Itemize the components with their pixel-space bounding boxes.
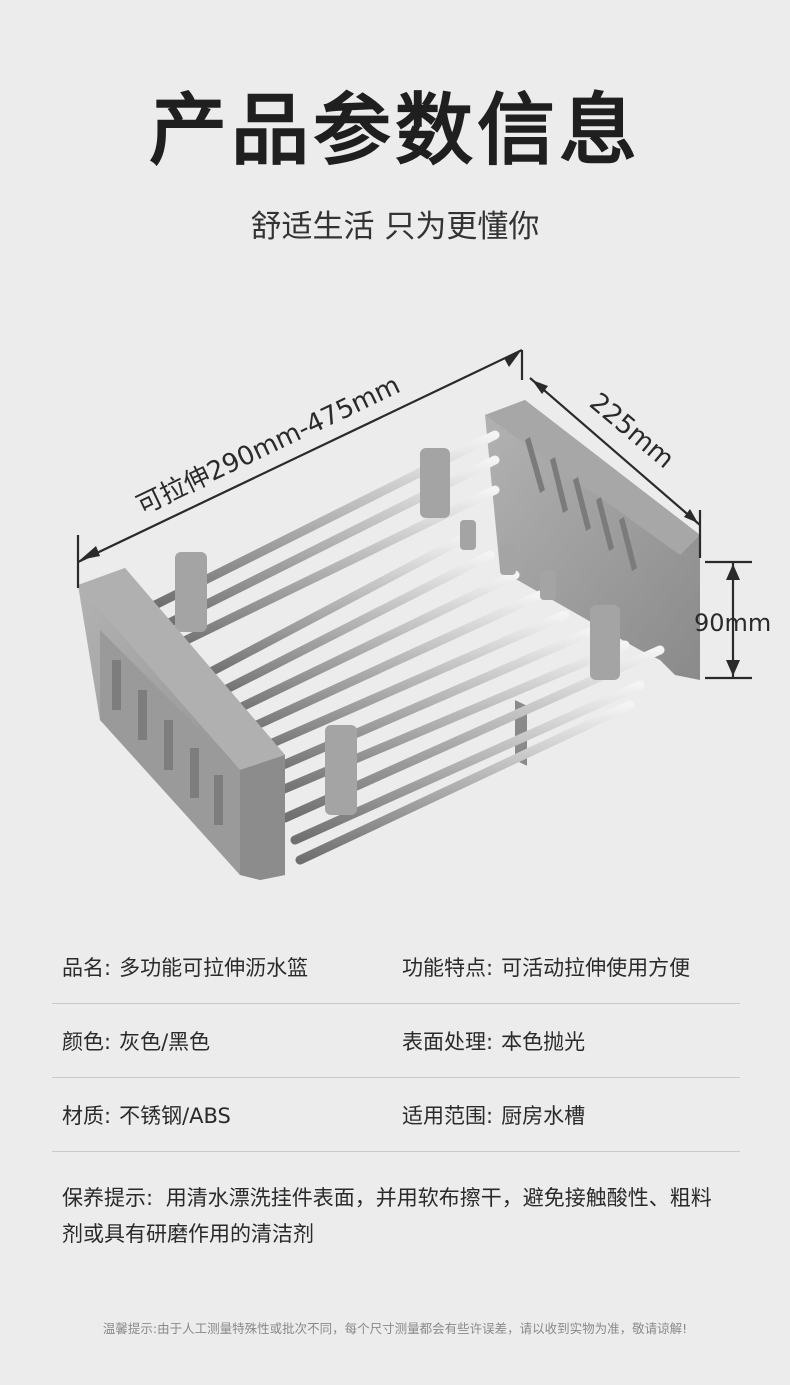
spec-key: 品名: <box>62 955 112 980</box>
spec-key: 功能特点: <box>402 955 494 980</box>
page-title: 产品参数信息 <box>148 86 641 176</box>
height-label: 90mm <box>694 609 771 637</box>
spec-key: 表面处理: <box>402 1029 494 1054</box>
care-label: 保养提示: <box>62 1186 154 1210</box>
spec-value: 多功能可拉伸沥水篮 <box>119 955 309 980</box>
page-subtitle: 舒适生活 只为更懂你 <box>250 209 540 245</box>
spec-value: 厨房水槽 <box>501 1103 586 1128</box>
spec-value: 不锈钢/ABS <box>119 1103 231 1128</box>
stainless-rods <box>150 430 665 865</box>
spec-value: 可活动拉伸使用方便 <box>501 955 691 980</box>
spec-key: 颜色: <box>62 1029 112 1054</box>
rod-clips <box>175 448 620 815</box>
dimension-lines <box>76 349 752 680</box>
disclaimer-note: 温馨提示:由于人工测量特殊性或批次不同，每个尺寸测量都会有些许误差，请以收到实物… <box>102 1321 688 1336</box>
spec-value: 灰色/黑色 <box>119 1029 211 1054</box>
drain-basket-image: 可拉伸290mm-475mm 225mm 90mm <box>76 349 771 880</box>
spec-value: 本色抛光 <box>501 1029 586 1054</box>
spec-row: 品名: 多功能可拉伸沥水篮 功能特点: 可活动拉伸使用方便 <box>52 930 740 1004</box>
product-illustration: 可拉伸290mm-475mm 225mm 90mm <box>0 330 790 920</box>
care-text: 用清水漂洗挂件表面，并用软布擦干，避免接触酸性、粗料剂或具有研磨作用的清洁剂 <box>62 1186 712 1246</box>
spec-key: 材质: <box>62 1103 112 1128</box>
spec-table: 品名: 多功能可拉伸沥水篮 功能特点: 可活动拉伸使用方便 颜色: 灰色/黑色 … <box>52 930 740 1152</box>
spec-row: 颜色: 灰色/黑色 表面处理: 本色抛光 <box>52 1004 740 1078</box>
left-end-cap <box>78 568 285 880</box>
spec-row: 材质: 不锈钢/ABS 适用范围: 厨房水槽 <box>52 1078 740 1152</box>
care-instructions: 保养提示: 用清水漂洗挂件表面，并用软布擦干，避免接触酸性、粗料剂或具有研磨作用… <box>62 1180 732 1252</box>
right-end-cap <box>485 400 700 766</box>
spec-key: 适用范围: <box>402 1103 494 1128</box>
